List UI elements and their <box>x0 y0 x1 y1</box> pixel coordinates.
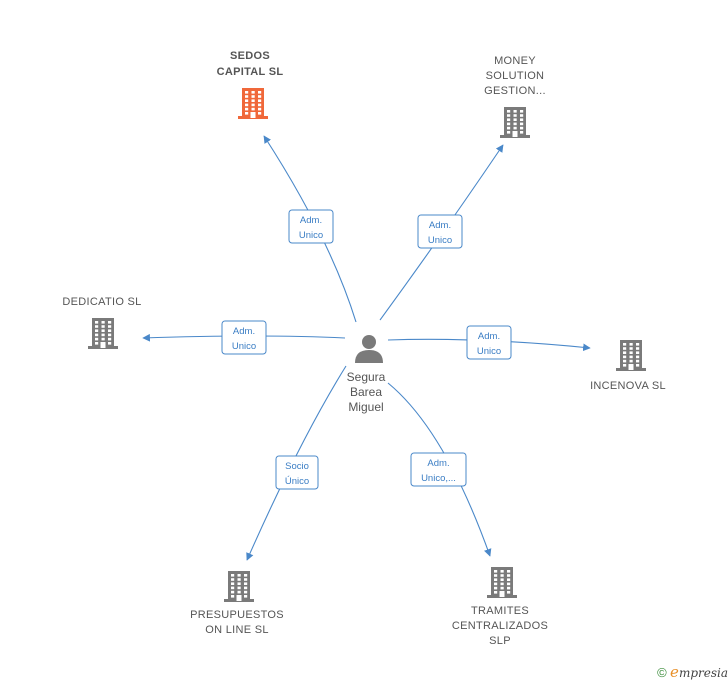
edge-label-line: Unico <box>299 230 323 241</box>
edge-label-line: Socio <box>285 461 309 472</box>
company-name-presupuestos[interactable]: PRESUPUESTOS ON LINE SL <box>190 609 284 636</box>
edge-sedos: Adm. Unico <box>263 135 357 323</box>
company-name-line: CAPITAL SL <box>217 66 284 78</box>
edge-label-line: Unico <box>232 341 256 352</box>
person-name-line: Miguel <box>348 400 383 414</box>
person-name-line: Segura <box>347 370 386 384</box>
company-name-line: MONEY <box>494 55 536 67</box>
edge-label-line: Adm. <box>429 220 451 231</box>
company-name-dedicatio[interactable]: DEDICATIO SL <box>62 296 141 308</box>
edges-layer: Adm.UnicoAdm.UnicoAdm.UnicoAdm.UnicoSoci… <box>142 135 591 561</box>
edge-line <box>387 382 492 557</box>
edge-label-line: Único <box>285 476 309 487</box>
company-name-line: CENTRALIZADOS <box>452 620 548 632</box>
company-name-line: GESTION... <box>484 85 546 97</box>
building-icon[interactable] <box>224 571 254 602</box>
edge-label-line: Adm. <box>233 326 255 337</box>
edge-label-money[interactable]: Adm. Unico <box>417 214 463 249</box>
person-icon[interactable] <box>355 335 383 363</box>
brand-rest: mpresia <box>678 666 728 680</box>
building-icon[interactable] <box>487 567 517 598</box>
edge-label-sedos[interactable]: Adm. Unico <box>288 209 334 244</box>
edge-label-line: Unico,... <box>421 473 456 484</box>
company-name-sedos[interactable]: SEDOS CAPITAL SL <box>217 50 284 78</box>
company-name-money[interactable]: MONEY SOLUTION GESTION... <box>484 55 546 97</box>
edge-label-dedicatio[interactable]: Adm. Unico <box>221 320 267 355</box>
edge-label-line: Adm. <box>300 215 322 226</box>
edge-money: Adm. Unico <box>379 144 504 321</box>
building-icon[interactable] <box>616 340 646 371</box>
edge-tramites: Adm. Unico,... <box>387 382 492 557</box>
company-name-incenova[interactable]: INCENOVA SL <box>590 380 666 392</box>
building-icon[interactable] <box>88 318 118 349</box>
edge-label-box <box>221 320 267 355</box>
copyright-symbol: © <box>657 665 667 680</box>
brand-logo[interactable]: empresia <box>670 663 728 681</box>
company-name-line: SOLUTION <box>486 70 545 82</box>
company-name-tramites[interactable]: TRAMITES CENTRALIZADOS SLP <box>452 605 548 647</box>
company-name-line: INCENOVA SL <box>590 380 666 392</box>
edge-label-box <box>410 452 467 487</box>
brand-initial: e <box>670 663 679 681</box>
edge-label-incenova[interactable]: Adm. Unico <box>466 325 512 360</box>
nodes-layer: SEDOS CAPITAL SL MONEY SOLUTION GESTION... DE… <box>62 50 666 647</box>
company-name-line: PRESUPUESTOS <box>190 609 284 621</box>
building-icon[interactable] <box>500 107 530 138</box>
edge-label-line: Unico <box>428 235 452 246</box>
person-name-line: Barea <box>350 385 382 399</box>
edge-label-box <box>417 214 463 249</box>
company-name-line: SLP <box>489 635 511 647</box>
company-name-line: ON LINE SL <box>205 624 269 636</box>
edge-label-line: Adm. <box>427 458 449 469</box>
edge-label-line: Unico <box>477 346 501 357</box>
edge-label-box <box>288 209 334 244</box>
building-icon[interactable] <box>238 88 268 119</box>
edge-label-tramites[interactable]: Adm. Unico,... <box>410 452 467 487</box>
company-name-line: DEDICATIO SL <box>62 296 141 308</box>
edge-label-line: Adm. <box>478 331 500 342</box>
company-name-line: TRAMITES <box>471 605 529 617</box>
company-name-line: SEDOS <box>230 50 270 62</box>
edge-label-box <box>275 455 319 490</box>
edge-incenova: Adm. Unico <box>387 325 591 360</box>
edge-label-box <box>466 325 512 360</box>
footer-brand: © empresia <box>657 663 728 681</box>
edge-dedicatio: Adm. Unico <box>142 320 346 355</box>
edge-line <box>246 365 347 561</box>
